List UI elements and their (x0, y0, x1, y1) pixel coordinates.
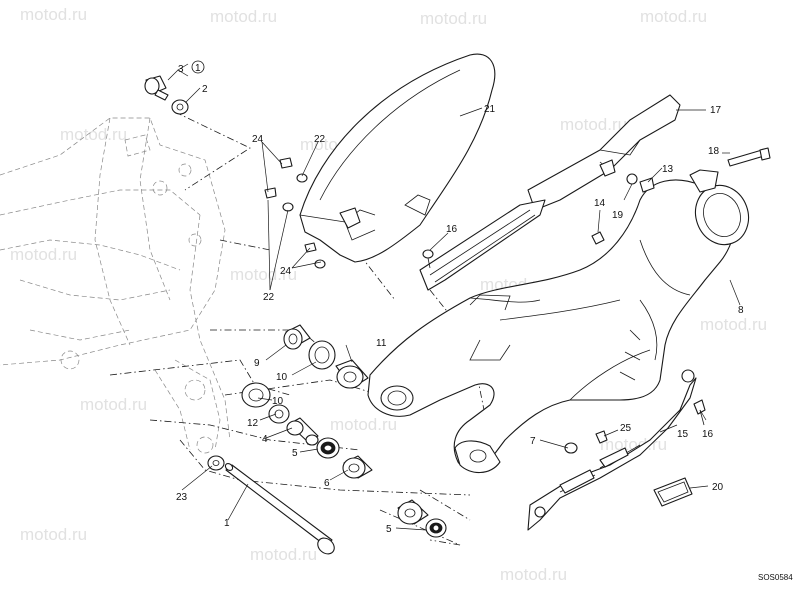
watermark-text: motod.ru (250, 545, 317, 564)
bushing-lower[interactable] (397, 499, 429, 525)
swingarm[interactable] (367, 169, 757, 474)
watermark-text: motod.ru (500, 565, 567, 584)
watermark-text: motod.ru (210, 7, 277, 26)
pivot-shaft[interactable] (224, 462, 337, 557)
needle-bearing-5-lower[interactable] (425, 518, 447, 538)
chain-slider-lower[interactable] (527, 369, 697, 531)
bushing-6[interactable] (342, 455, 373, 479)
drawing-code: SOS0584 (758, 573, 793, 582)
chain-guard[interactable] (527, 94, 681, 211)
watermark-text: motod.ru (330, 415, 397, 434)
plug-7[interactable] (564, 442, 578, 454)
bearing-sleeve-11[interactable] (335, 359, 369, 389)
callout-12: 12 (247, 418, 259, 429)
callout-labels: 3 1 2 24 22 24 22 21 17 18 13 19 14 16 8… (176, 60, 744, 535)
screw-16-upper[interactable] (422, 249, 434, 269)
callout-20: 20 (712, 482, 724, 493)
callout-17: 17 (710, 105, 722, 116)
callout-3: 3 (178, 64, 184, 75)
callout-25: 25 (620, 423, 632, 434)
callout-11: 11 (376, 338, 387, 349)
watermark-text: motod.ru (230, 265, 297, 284)
callout-15: 15 (677, 429, 689, 440)
watermark-text: motod.ru (80, 395, 147, 414)
screw-16-lower[interactable] (693, 399, 706, 426)
spacer-19[interactable] (626, 173, 638, 185)
pin-25[interactable] (595, 430, 608, 444)
callout-19: 19 (612, 210, 624, 221)
watermark-text: motod.ru (10, 245, 77, 264)
spacer-ring-10-lower[interactable] (241, 382, 271, 408)
callout-13: 13 (662, 164, 674, 175)
watermark-text: motod.ru (20, 525, 87, 544)
frame-outline (0, 117, 231, 454)
bushing-9[interactable] (283, 324, 311, 350)
callout-9: 9 (254, 358, 260, 369)
callout-14: 14 (594, 198, 606, 209)
callout-10b: 10 (272, 396, 284, 407)
callout-16b: 16 (702, 429, 714, 440)
callout-1: 1 (224, 518, 230, 529)
stepped-bush-4[interactable] (286, 417, 319, 446)
rear-mudguard[interactable] (299, 53, 496, 263)
bolt-3[interactable] (144, 75, 169, 101)
washer-2[interactable] (171, 99, 189, 115)
callout-24b: 24 (280, 266, 292, 277)
screw-13[interactable] (639, 177, 655, 193)
bolt-18[interactable] (727, 147, 771, 167)
callout-21: 21 (484, 104, 496, 115)
callout-6: 6 (324, 478, 330, 489)
watermark-text: motod.ru (420, 9, 487, 28)
callout-10a: 10 (276, 372, 288, 383)
callout-5a: 5 (292, 448, 298, 459)
watermark-text: motod.ru (560, 115, 627, 134)
callout-22b: 22 (263, 292, 275, 303)
callout-5b: 5 (386, 524, 392, 535)
callout-7: 7 (530, 436, 536, 447)
needle-bearing-5-upper[interactable] (316, 437, 340, 459)
decal-plate[interactable] (653, 477, 693, 507)
callout-16a: 16 (446, 224, 458, 235)
callout-2: 2 (202, 84, 208, 95)
leader-lines (167, 63, 741, 531)
spacer-ring-10-upper[interactable] (308, 340, 336, 370)
callout-4: 4 (262, 434, 268, 445)
watermark-text: motod.ru (20, 5, 87, 24)
callout-8: 8 (738, 305, 744, 316)
watermark-text: motod.ru (640, 7, 707, 26)
watermark-text: motod.ru (60, 125, 127, 144)
callout-18: 18 (708, 146, 720, 157)
callout-23: 23 (176, 492, 188, 503)
nut-14[interactable] (591, 231, 605, 245)
watermark-layer: motod.ru motod.ru motod.ru motod.ru moto… (10, 5, 767, 584)
callout-circle-1: 1 (195, 63, 201, 74)
callout-24a: 24 (252, 134, 264, 145)
washer-23[interactable] (207, 455, 225, 471)
callout-circle (191, 60, 205, 74)
screw-24[interactable] (264, 157, 317, 253)
seal-12[interactable] (268, 404, 290, 424)
watermark-text: motod.ru (700, 315, 767, 334)
callout-22a: 22 (314, 134, 326, 145)
chain-slider-upper[interactable] (419, 199, 546, 291)
